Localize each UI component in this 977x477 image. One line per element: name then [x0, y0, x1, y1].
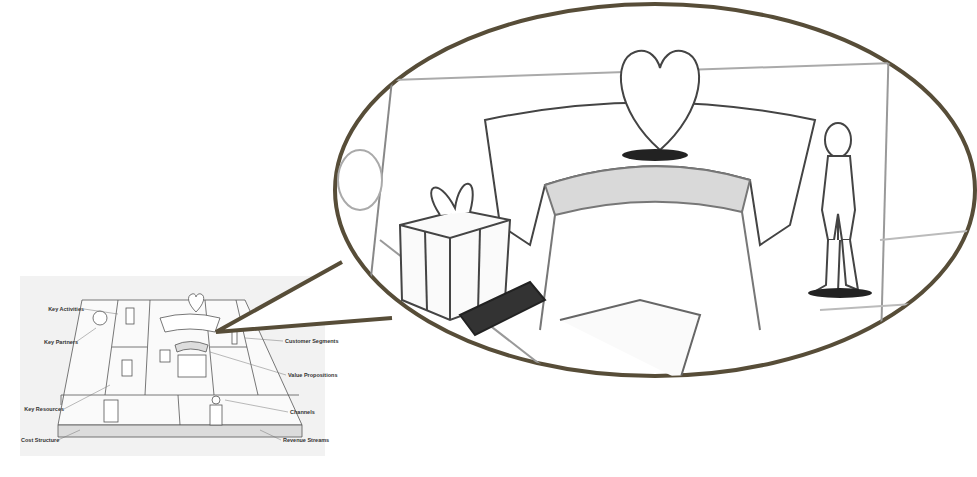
callout-tail — [216, 262, 392, 332]
callout-tail-fill — [216, 262, 392, 332]
zoomed-canvas — [338, 0, 977, 380]
part-label: Key Partners — [44, 339, 78, 345]
part-label: Revenue Streams — [283, 437, 329, 443]
part-label: Customer Segments — [285, 338, 339, 344]
part-label: Channels — [290, 409, 315, 415]
person-figure — [808, 123, 872, 298]
part-label: Key Activities — [48, 306, 84, 312]
gift-box — [400, 184, 545, 335]
part-label: Cost Structure — [21, 437, 59, 443]
part-label: Key Resources — [24, 406, 64, 412]
part-label: Value Propositions — [288, 372, 338, 378]
